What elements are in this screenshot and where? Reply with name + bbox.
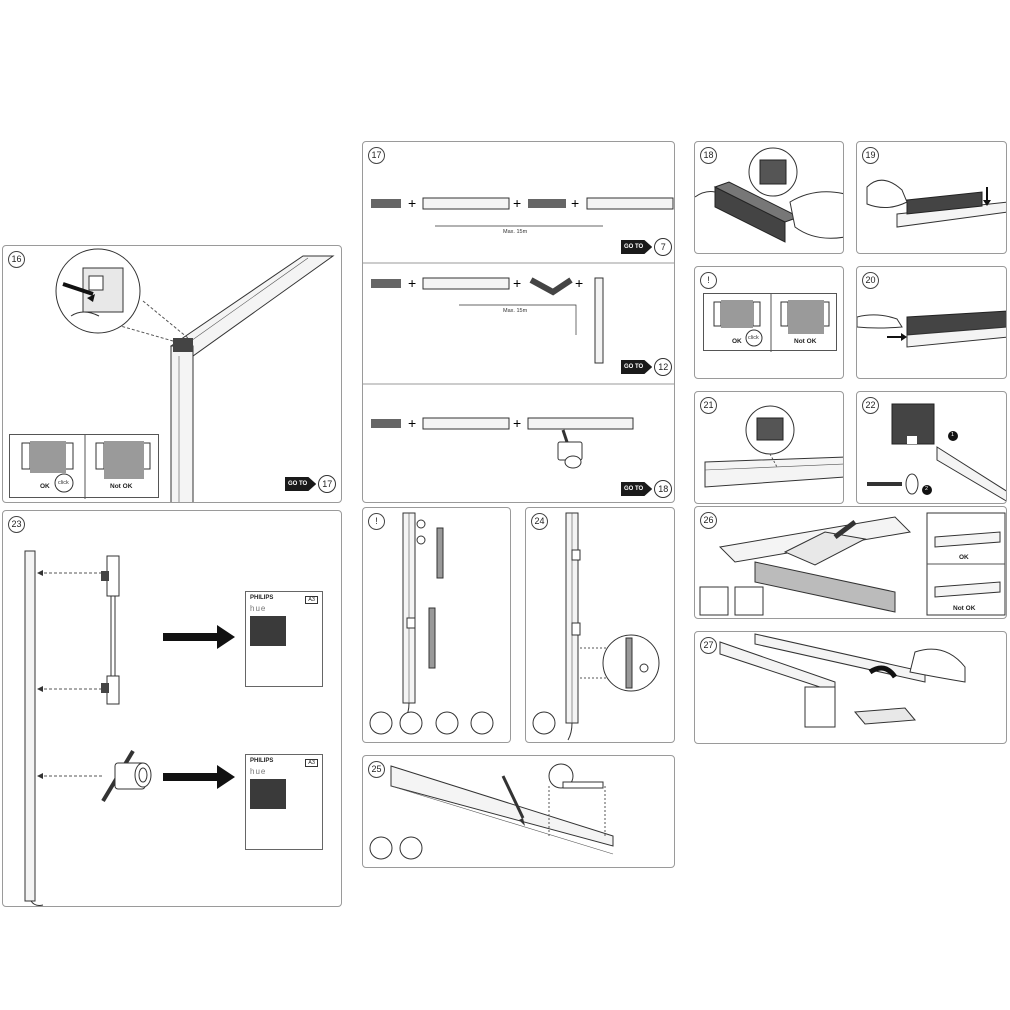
- warning-panel-click: ! OK click Not OK: [694, 266, 844, 379]
- step-number: 20: [862, 272, 879, 289]
- goto-arrow-icon: GO TO: [621, 482, 653, 496]
- goto-target: 17: [318, 475, 337, 493]
- ok-label: OK: [732, 338, 742, 345]
- step-16-panel: 16 OK click Not OK GO TO 17: [2, 245, 342, 503]
- step-26-panel: 26 OK Not OK: [694, 506, 1007, 619]
- step-23-panel: 23 PHILIPS hue A3 PHILIPS hue A3: [2, 510, 342, 907]
- package-rail-kit: PHILIPS hue A3: [245, 591, 323, 687]
- step-number: 24: [531, 513, 548, 530]
- ok-notok-box: OK click Not OK: [9, 434, 159, 499]
- step-24-panel: 24: [525, 507, 675, 743]
- step-number: 17: [368, 147, 385, 164]
- step-21-illustration: [704, 405, 843, 488]
- step-18-illustration: [695, 147, 843, 243]
- goto-target: 18: [654, 480, 673, 498]
- step-21-panel: 21: [694, 391, 844, 504]
- plus-icon: +: [513, 195, 521, 211]
- step-17-panel: + + + + + + + + 17 Max. 15m Max. 15m GO …: [362, 141, 675, 503]
- package-tag: A3: [305, 759, 318, 767]
- step-20-illustration: [857, 310, 1006, 348]
- package-tag: A3: [305, 596, 318, 604]
- step-20-panel: 20: [856, 266, 1007, 379]
- warning-number: !: [700, 272, 717, 289]
- ok-notok-illustration: [713, 294, 830, 352]
- plus-icon: +: [571, 195, 579, 211]
- package-series: hue: [250, 767, 267, 776]
- step-26-illustration: [699, 512, 1006, 616]
- step-number: 21: [700, 397, 717, 414]
- goto-arrow-icon: GO TO: [621, 360, 653, 374]
- ok-notok-box: OK click Not OK: [703, 293, 837, 352]
- goto-step-12[interactable]: GO TO 12: [621, 358, 673, 376]
- package-band: [250, 616, 286, 646]
- warning-mounting-illustration: [369, 512, 494, 735]
- step-number: 25: [368, 761, 385, 778]
- step-16-illustration: [55, 248, 335, 502]
- warning-number: !: [368, 513, 385, 530]
- step-25-illustration: [369, 763, 614, 860]
- step-number: 16: [8, 251, 25, 268]
- goto-arrow-icon: GO TO: [285, 477, 317, 491]
- not-ok-label: Not OK: [953, 605, 976, 612]
- plus-icon: +: [408, 275, 416, 291]
- ok-label: OK: [40, 483, 50, 490]
- goto-target: 12: [654, 358, 673, 376]
- step-23-illustration: [24, 550, 235, 906]
- ok-label: OK: [959, 554, 969, 561]
- goto-target: 7: [654, 238, 673, 256]
- goto-arrow-icon: GO TO: [621, 240, 653, 254]
- step-27-illustration: [719, 633, 966, 728]
- step-number: 27: [700, 637, 717, 654]
- step-24-illustration: [532, 512, 660, 741]
- warning-panel-mounting: !: [362, 507, 511, 743]
- step-19-illustration: [866, 179, 1006, 228]
- goto-step-7[interactable]: GO TO 7: [621, 238, 673, 256]
- step-17-illustration: + + + + + + + +: [363, 195, 674, 469]
- click-label: click: [58, 480, 69, 486]
- step-22-illustration: [867, 403, 1006, 502]
- step-18-panel: 18: [694, 141, 844, 254]
- package-brand: PHILIPS: [250, 595, 274, 601]
- step-number: 22: [862, 397, 879, 414]
- ok-notok-illustration: [21, 435, 151, 499]
- goto-step-18[interactable]: GO TO 18: [621, 480, 673, 498]
- package-band: [250, 779, 286, 809]
- package-spotlight: PHILIPS hue A3: [245, 754, 323, 850]
- plus-icon: +: [513, 275, 521, 291]
- goto-step-17[interactable]: GO TO 17: [285, 475, 337, 493]
- marker-1: 1: [951, 432, 955, 438]
- package-brand: PHILIPS: [250, 758, 274, 764]
- plus-icon: +: [575, 275, 583, 291]
- click-label: click: [748, 335, 759, 341]
- step-number: 23: [8, 516, 25, 533]
- step-27-panel: 27: [694, 631, 1007, 744]
- step-number: 19: [862, 147, 879, 164]
- step-number: 18: [700, 147, 717, 164]
- plus-icon: +: [408, 415, 416, 431]
- step-number: 26: [700, 512, 717, 529]
- max-length-label: Max. 15m: [503, 229, 528, 235]
- plus-icon: +: [408, 195, 416, 211]
- plus-icon: +: [513, 415, 521, 431]
- marker-2: 2: [925, 486, 929, 492]
- max-length-label: Max. 15m: [503, 308, 528, 314]
- step-22-panel: 22 1 2: [856, 391, 1007, 504]
- step-19-panel: 19: [856, 141, 1007, 254]
- package-series: hue: [250, 604, 267, 613]
- not-ok-label: Not OK: [794, 338, 817, 345]
- not-ok-label: Not OK: [110, 483, 133, 490]
- step-25-panel: 25: [362, 755, 675, 868]
